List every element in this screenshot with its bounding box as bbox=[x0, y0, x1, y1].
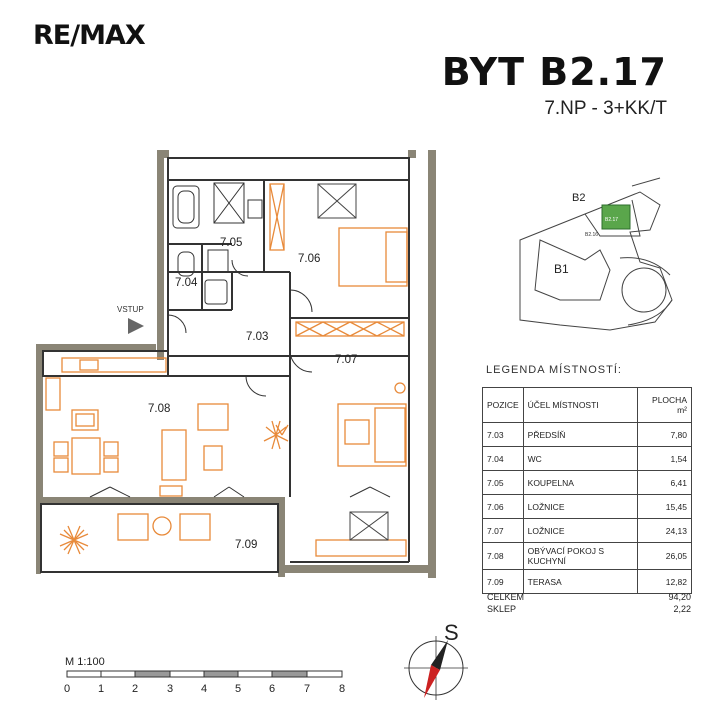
scale-tick-label: 7 bbox=[303, 683, 311, 695]
room-label-7-07: 7.07 bbox=[335, 354, 357, 366]
skylights bbox=[317, 183, 389, 541]
apartment-subtitle: 7.NP - 3+KK/T bbox=[544, 98, 667, 119]
scale-tick-label: 2 bbox=[131, 683, 139, 695]
room-label-7-05: 7.05 bbox=[220, 237, 242, 249]
row-position: 7.07 bbox=[482, 518, 524, 543]
site-unit-neighbor: B2.16 bbox=[585, 232, 598, 238]
table-row: 7.08 OBÝVACÍ POKOJ S KUCHYNÍ 26,05 bbox=[482, 542, 692, 570]
row-area: 12,82 bbox=[637, 569, 692, 594]
total-value: 94,20 bbox=[668, 592, 691, 602]
table-row: 7.09 TERASA 12,82 bbox=[482, 569, 692, 594]
room-label-7-04: 7.04 bbox=[175, 277, 198, 289]
row-area: 7,80 bbox=[637, 422, 692, 447]
total-label: CELKEM bbox=[487, 592, 525, 602]
compass-letter: S bbox=[444, 620, 459, 645]
legend-title: LEGENDA MÍSTNOSTÍ: bbox=[486, 364, 622, 376]
table-row: 7.04 WC 1,54 bbox=[482, 446, 692, 471]
table-row: 7.03 PŘEDSÍŇ 7,80 bbox=[482, 422, 692, 447]
header-position: POZICE bbox=[482, 387, 524, 423]
room-label-7-06: 7.06 bbox=[298, 253, 320, 265]
row-purpose: LOŽNICE bbox=[522, 518, 639, 543]
row-position: 7.04 bbox=[482, 446, 524, 471]
apartment-title: BYT B2.17 bbox=[441, 50, 667, 94]
furniture bbox=[45, 183, 408, 557]
room-label-7-03: 7.03 bbox=[246, 331, 268, 343]
interior-walls bbox=[40, 157, 410, 573]
area-totals: CELKEM 94,20 SKLEP 2,22 bbox=[487, 592, 691, 616]
table-row: 7.05 KOUPELNA 6,41 bbox=[482, 470, 692, 495]
header-purpose: ÚČEL MÍSTNOSTI bbox=[522, 387, 639, 423]
scale-tick-label: 1 bbox=[97, 683, 105, 695]
room-label-7-09: 7.09 bbox=[235, 539, 257, 551]
cellar-label: SKLEP bbox=[487, 604, 517, 614]
walls bbox=[36, 150, 436, 578]
entrance-label: VSTUP bbox=[117, 305, 144, 314]
header-area: PLOCHA m² bbox=[637, 387, 692, 423]
row-area: 6,41 bbox=[637, 470, 692, 495]
scale-tick-label: 4 bbox=[200, 683, 208, 695]
site-building-b2: B2 bbox=[572, 192, 585, 204]
cellar-row: SKLEP 2,22 bbox=[487, 604, 691, 616]
scale-tick-label: 0 bbox=[63, 683, 71, 695]
row-purpose: LOŽNICE bbox=[522, 494, 639, 519]
scale-label: M 1:100 bbox=[65, 656, 105, 668]
row-position: 7.05 bbox=[482, 470, 524, 495]
rooms-table: POZICE ÚČEL MÍSTNOSTI PLOCHA m² 7.03 PŘE… bbox=[482, 387, 692, 594]
scale-tick-label: 8 bbox=[338, 683, 346, 695]
remax-logo: RE/MAX bbox=[33, 20, 146, 51]
north-arrow-icon bbox=[404, 636, 468, 700]
scale-tick-label: 6 bbox=[268, 683, 276, 695]
row-purpose: TERASA bbox=[522, 569, 639, 594]
site-unit-highlight: B2.17 bbox=[605, 217, 618, 223]
site-key-plan bbox=[519, 177, 673, 331]
table-row: 7.06 LOŽNICE 15,45 bbox=[482, 494, 692, 519]
row-area: 24,13 bbox=[637, 518, 692, 543]
doors bbox=[89, 259, 391, 498]
row-position: 7.09 bbox=[482, 569, 524, 594]
row-area: 1,54 bbox=[637, 446, 692, 471]
site-building-b1: B1 bbox=[554, 262, 569, 276]
rooms-table-header: POZICE ÚČEL MÍSTNOSTI PLOCHA m² bbox=[482, 387, 692, 423]
row-purpose: OBÝVACÍ POKOJ S KUCHYNÍ bbox=[522, 542, 639, 570]
cellar-value: 2,22 bbox=[673, 604, 691, 614]
row-position: 7.03 bbox=[482, 422, 524, 447]
scale-tick-label: 3 bbox=[166, 683, 174, 695]
scale-bar bbox=[66, 670, 343, 678]
scale-tick-label: 5 bbox=[234, 683, 242, 695]
room-label-7-08: 7.08 bbox=[148, 403, 170, 415]
row-area: 15,45 bbox=[637, 494, 692, 519]
row-purpose: WC bbox=[522, 446, 639, 471]
row-purpose: KOUPELNA bbox=[522, 470, 639, 495]
bathroom-fixtures bbox=[172, 182, 263, 305]
total-row: CELKEM 94,20 bbox=[487, 592, 691, 604]
row-purpose: PŘEDSÍŇ bbox=[522, 422, 639, 447]
row-area: 26,05 bbox=[637, 542, 692, 570]
row-position: 7.08 bbox=[482, 542, 524, 570]
table-row: 7.07 LOŽNICE 24,13 bbox=[482, 518, 692, 543]
row-position: 7.06 bbox=[482, 494, 524, 519]
entrance-arrow-icon bbox=[128, 318, 144, 334]
